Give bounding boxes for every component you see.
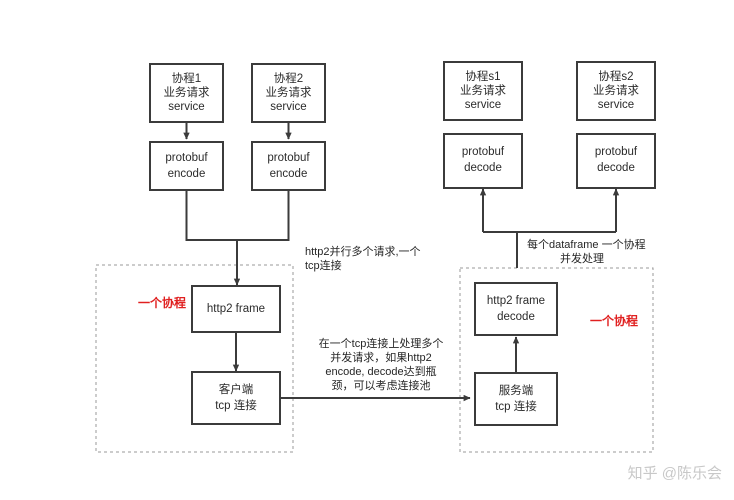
server-http2-frame-decode-box-rect (474, 282, 558, 336)
server-tcp-box-line1: 服务端 (499, 383, 534, 397)
server-fanout-label: 每个dataframe 一个协程 并发处理 (527, 237, 646, 265)
server-service-box-2-line3: service (598, 99, 634, 111)
client-coroutine-group (95, 264, 294, 453)
client-encode-box-1-line2: encode (168, 168, 206, 180)
client-tcp-box: 客户端 tcp 连接 (191, 371, 281, 425)
server-coroutine-label: 一个协程 (590, 313, 638, 328)
server-service-box-1: 协程s1 业务请求 service (443, 61, 523, 121)
client-encoders-merge-path (185, 190, 290, 241)
server-fanout-label-line2: 并发处理 (560, 251, 604, 265)
watermark-text: 知乎 @陈乐会 (628, 464, 722, 482)
server-service-box-2: 协程s2 业务请求 service (576, 61, 656, 121)
server-http2-frame-decode-box-line1: http2 frame (487, 295, 545, 307)
server-decode-box-1-line1: protobuf (462, 146, 505, 158)
client-coroutine-label: 一个协程 (138, 295, 186, 310)
server-service-box-1-line2: 业务请求 (460, 83, 506, 97)
client-encode-box-1-line1: protobuf (165, 152, 208, 164)
client-encode-box-2-line1: protobuf (267, 152, 310, 164)
client-http2-frame-box-line1: http2 frame (207, 303, 265, 315)
server-service-box-1-line3: service (465, 99, 501, 111)
client-tcp-box-rect (191, 371, 281, 425)
server-service-box-2-line2: 业务请求 (593, 83, 639, 97)
client-service-box-2-line3: service (270, 101, 306, 113)
client-merge-label-line2: tcp连接 (305, 259, 342, 272)
client-service-box-2: 协程2 业务请求 service (251, 63, 326, 123)
middle-note-line1: 在一个tcp连接上处理多个 (319, 336, 444, 350)
client-service-box-2-rect (251, 63, 326, 123)
server-service-box-2-line1: 协程s2 (598, 69, 633, 83)
server-http2-frame-decode-box-line2: decode (497, 311, 535, 323)
server-tcp-box-rect (474, 372, 558, 426)
server-decode-box-1: protobuf decode (443, 133, 523, 189)
server-tcp-box: 服务端 tcp 连接 (474, 372, 558, 426)
middle-note: 在一个tcp连接上处理多个 并发请求，如果http2 encode, decod… (319, 336, 444, 392)
client-encode-box-1-rect (149, 141, 224, 191)
client-tcp-box-line2: tcp 连接 (215, 398, 257, 412)
client-service-box-1-line3: service (168, 101, 204, 113)
client-encode-box-2-line2: encode (270, 168, 308, 180)
client-http2-frame-box: http2 frame (191, 285, 281, 333)
server-service-box-2-rect (576, 61, 656, 121)
server-tcp-box-line2: tcp 连接 (495, 399, 537, 413)
middle-note-line4: 颈，可以考虑连接池 (332, 379, 431, 392)
server-decode-box-1-rect (443, 133, 523, 189)
client-service-box-1-line1: 协程1 (172, 71, 201, 85)
server-http2-frame-decode-box: http2 frame decode (474, 282, 558, 336)
client-merge-label: http2并行多个请求,一个 tcp连接 (305, 244, 421, 272)
client-encode-box-2-rect (251, 141, 326, 191)
client-tcp-box-line1: 客户端 (219, 382, 254, 396)
server-decode-box-2-rect (576, 133, 656, 189)
middle-note-line3: encode, decode达到瓶 (325, 364, 436, 378)
client-service-box-2-line1: 协程2 (274, 71, 303, 85)
server-decode-box-1-line2: decode (464, 162, 502, 174)
client-encode-box-2: protobuf encode (251, 141, 326, 191)
server-decode-box-2: protobuf decode (576, 133, 656, 189)
server-decode-box-2-line1: protobuf (595, 146, 638, 158)
server-coroutine-group (459, 267, 654, 453)
client-service-box-2-line2: 业务请求 (266, 85, 312, 99)
client-service-box-1-rect (149, 63, 224, 123)
middle-note-line2: 并发请求，如果http2 (330, 350, 431, 364)
server-decode-box-2-line2: decode (597, 162, 635, 174)
client-merge-label-line1: http2并行多个请求,一个 (305, 244, 421, 258)
server-service-box-1-rect (443, 61, 523, 121)
server-service-box-1-line1: 协程s1 (465, 69, 500, 83)
client-encode-box-1: protobuf encode (149, 141, 224, 191)
client-service-box-1: 协程1 业务请求 service (149, 63, 224, 123)
server-fanout-label-line1: 每个dataframe 一个协程 (527, 237, 646, 251)
client-service-box-1-line2: 业务请求 (164, 85, 210, 99)
